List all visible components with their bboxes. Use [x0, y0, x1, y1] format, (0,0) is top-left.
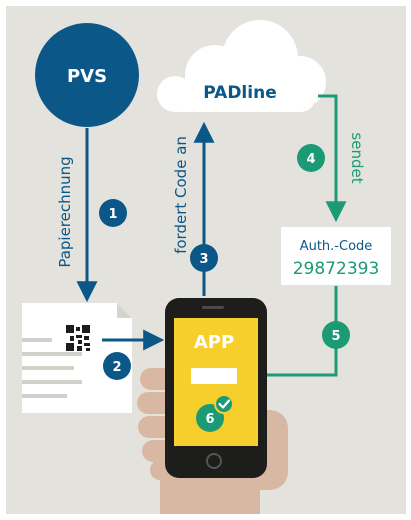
svg-text:2: 2 [112, 360, 121, 375]
pvs-label: PVS [67, 66, 107, 87]
code-input-field [191, 368, 237, 384]
auth-code-value: 29872393 [293, 259, 380, 279]
svg-text:6: 6 [205, 412, 214, 427]
checkmark-icon [214, 394, 234, 414]
arrow-authcode-to-app [245, 286, 338, 386]
arrow-padline-to-authcode [318, 94, 347, 223]
edge-label-fordert: fordert Code an [172, 136, 190, 254]
edge-label-papierrechnung: Papierechnung [56, 156, 74, 267]
step-badge-4: 4 [297, 144, 325, 172]
padline-label: PADline [203, 83, 276, 103]
pvs-node: PVS [35, 23, 139, 127]
svg-text:3: 3 [199, 252, 208, 267]
step-badge-3: 3 [190, 244, 218, 272]
cloud-icon [157, 20, 326, 112]
qr-code-icon [66, 325, 90, 351]
auth-code-card: Auth.-Code 29872393 [281, 227, 391, 285]
smartphone-icon: APP [165, 298, 267, 478]
auth-code-label: Auth.-Code [300, 239, 373, 254]
document-icon [22, 303, 132, 413]
svg-text:5: 5 [331, 329, 340, 344]
padline-node: PADline [157, 20, 326, 112]
step-badge-5: 5 [322, 321, 350, 349]
edge-label-sendet: sendet [348, 132, 366, 183]
step-badge-2: 2 [103, 352, 131, 380]
paper-invoice-document [22, 303, 132, 413]
app-label: APP [194, 332, 234, 353]
svg-text:1: 1 [108, 207, 117, 222]
home-button [206, 453, 222, 469]
svg-text:4: 4 [306, 152, 315, 167]
step-badge-1: 1 [99, 199, 127, 227]
